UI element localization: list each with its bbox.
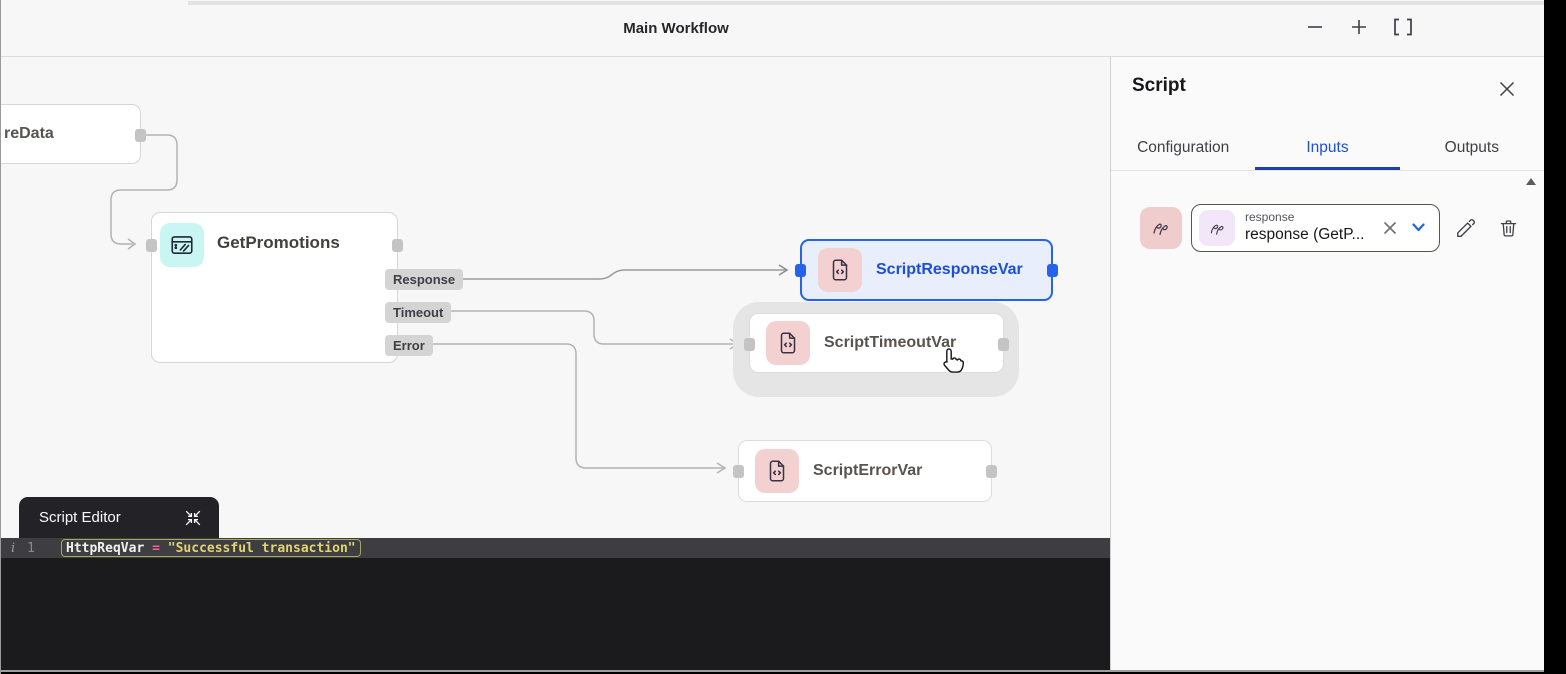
window-controls — [1304, 16, 1414, 38]
delete-input-button[interactable] — [1496, 216, 1520, 240]
input-name-label: response — [1245, 210, 1295, 224]
code-operator: = — [144, 540, 168, 556]
edit-input-button[interactable] — [1454, 216, 1478, 240]
wire-arrowhead — [778, 264, 789, 276]
collapse-icon[interactable] — [185, 510, 201, 526]
input-port[interactable] — [795, 264, 806, 277]
plus-icon — [1352, 20, 1366, 34]
code-editor-line[interactable]: i 1 HttpReqVar = "Successful transaction… — [1, 538, 1110, 558]
wire-arrowhead — [716, 462, 727, 474]
panel-close-button[interactable] — [1497, 79, 1517, 99]
input-value-select[interactable]: response response (GetP... — [1191, 204, 1440, 252]
node-label: ScriptTimeoutVar — [824, 334, 957, 351]
code-highlight-box: HttpReqVar = "Successful transaction" — [61, 539, 361, 557]
maximize-icon — [1394, 18, 1412, 36]
script-editor-tab[interactable]: Script Editor — [19, 497, 219, 538]
code-file-icon — [766, 321, 810, 365]
maximize-button[interactable] — [1392, 16, 1414, 38]
window-bottom-edge — [1, 670, 1544, 672]
output-port[interactable] — [986, 465, 997, 478]
tab-configuration[interactable]: Configuration — [1137, 139, 1230, 156]
wire-error — [423, 343, 723, 469]
wire-response — [453, 269, 785, 280]
node-label: GetPromotions — [217, 233, 340, 252]
script-editor-tab-label: Script Editor — [39, 509, 121, 526]
code-variable: HttpReqVar — [66, 540, 145, 556]
code-file-icon — [755, 449, 799, 493]
window-title: Main Workflow — [623, 20, 729, 37]
port-label-response: Response — [385, 269, 464, 290]
new-tab-button[interactable] — [1348, 16, 1370, 38]
node-scriptresponsevar[interactable]: ScriptResponseVar — [795, 239, 1058, 301]
input-port[interactable] — [744, 338, 755, 351]
chevron-down-icon[interactable] — [1412, 223, 1425, 232]
input-selected-value: response (GetP... — [1245, 226, 1365, 243]
close-icon — [1499, 81, 1515, 97]
script-properties-panel: Script Configuration Inputs Outputs — [1110, 57, 1544, 670]
variable-icon — [1140, 207, 1182, 249]
output-port[interactable] — [135, 129, 146, 142]
output-port[interactable] — [392, 239, 403, 252]
info-icon: i — [11, 540, 16, 556]
input-port[interactable] — [146, 239, 157, 252]
minimize-button[interactable] — [1304, 16, 1326, 38]
top-bar: Main Workflow — [1, 0, 1544, 57]
node-getpromotions[interactable]: GetPromotions — [146, 212, 403, 363]
screen-right-black-strip — [1544, 0, 1566, 674]
tab-outputs[interactable]: Outputs — [1444, 139, 1499, 156]
output-port[interactable] — [998, 338, 1009, 351]
node-label: ScriptErrorVar — [813, 462, 923, 479]
node-redata[interactable]: reData — [1, 104, 146, 164]
code-string: "Successful transaction" — [167, 540, 356, 556]
port-label-timeout: Timeout — [385, 302, 452, 323]
input-port[interactable] — [733, 465, 744, 478]
node-label: reData — [4, 125, 54, 142]
node-scripterrorvar[interactable]: ScriptErrorVar — [733, 440, 997, 502]
top-accent-strip — [188, 1, 1544, 5]
node-scripttimeoutvar[interactable]: ScriptTimeoutVar — [744, 313, 1009, 373]
http-request-icon — [160, 223, 204, 267]
clear-value-icon[interactable] — [1382, 220, 1398, 236]
port-label-error: Error — [385, 335, 433, 356]
minimize-icon — [1308, 26, 1322, 28]
pencil-icon — [1457, 218, 1476, 237]
input-mapping-row: response response (GetP... — [1111, 204, 1545, 252]
panel-title: Script — [1132, 75, 1186, 96]
variable-icon — [1199, 210, 1235, 246]
wire-redata-getpromotions — [110, 134, 178, 245]
node-label: ScriptResponseVar — [876, 261, 1023, 278]
line-number: 1 — [27, 540, 35, 556]
trash-icon — [1500, 220, 1516, 237]
output-port[interactable] — [1047, 264, 1058, 277]
code-editor-body[interactable] — [1, 558, 1110, 670]
wire-timeout — [441, 310, 736, 345]
panel-tabs: Configuration Inputs Outputs — [1111, 129, 1544, 171]
wire-arrowhead — [127, 238, 137, 250]
tab-inputs[interactable]: Inputs — [1255, 129, 1400, 170]
connection-wires — [110, 134, 789, 474]
scroll-up-arrow[interactable] — [1526, 178, 1536, 185]
screen-bottom-black-strip — [1, 672, 1566, 674]
workflow-canvas[interactable]: reData GetPromotions Response Timeout Er… — [1, 57, 1110, 670]
hand-cursor — [939, 347, 965, 380]
code-file-icon — [818, 248, 862, 292]
